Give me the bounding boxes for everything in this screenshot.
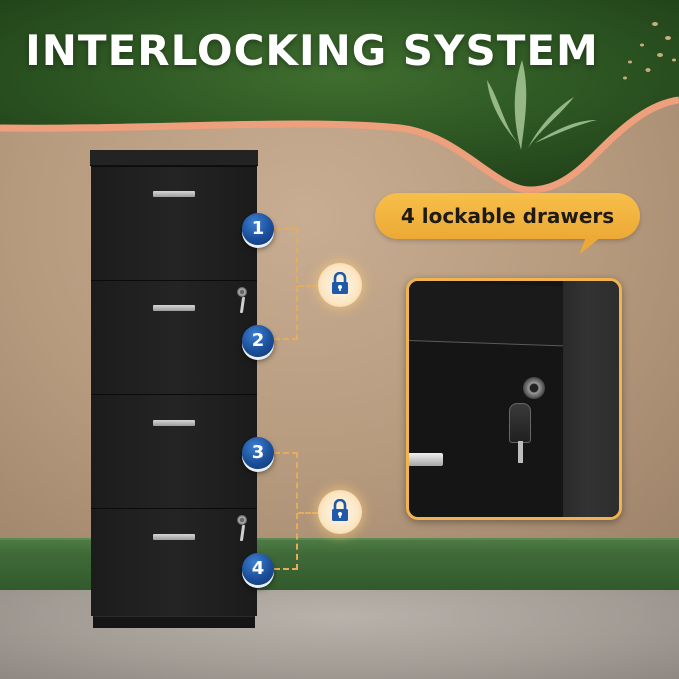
lock-cylinder-icon — [523, 377, 545, 399]
feature-callout: 4 lockable drawers — [375, 193, 640, 239]
connector-line — [298, 512, 318, 514]
key-lock-icon — [237, 287, 247, 315]
drawer-handle — [153, 534, 195, 540]
lock-closeup-panel — [406, 278, 622, 520]
cabinet-side — [563, 281, 619, 517]
connector-line — [274, 228, 298, 340]
drawer-handle — [153, 305, 195, 311]
key-lock-icon — [237, 515, 247, 543]
drawer-1 — [91, 166, 257, 280]
filing-cabinet — [90, 150, 258, 628]
drawer-3 — [91, 394, 257, 508]
drawer-handle — [409, 453, 443, 466]
page-title: INTERLOCKING SYSTEM — [25, 26, 599, 75]
connector-line — [298, 285, 318, 287]
key-icon — [509, 403, 531, 443]
padlock-icon — [318, 490, 362, 534]
connector-line — [274, 452, 298, 570]
title-banner — [0, 0, 679, 194]
leaf-icon — [487, 60, 597, 150]
drawer-number-badge: 1 — [242, 213, 274, 245]
key-blade — [518, 441, 523, 463]
drawer-handle — [153, 191, 195, 197]
padlock-icon — [318, 263, 362, 307]
drawer-4 — [91, 508, 257, 616]
drawer-edge — [409, 281, 563, 347]
cabinet-top — [90, 150, 258, 166]
drawer-number-badge: 2 — [242, 325, 274, 357]
drawer-2 — [91, 280, 257, 394]
cabinet-base — [93, 616, 255, 628]
drawer-number-badge: 3 — [242, 437, 274, 469]
drawer-handle — [153, 420, 195, 426]
drawer-number-badge: 4 — [242, 553, 274, 585]
